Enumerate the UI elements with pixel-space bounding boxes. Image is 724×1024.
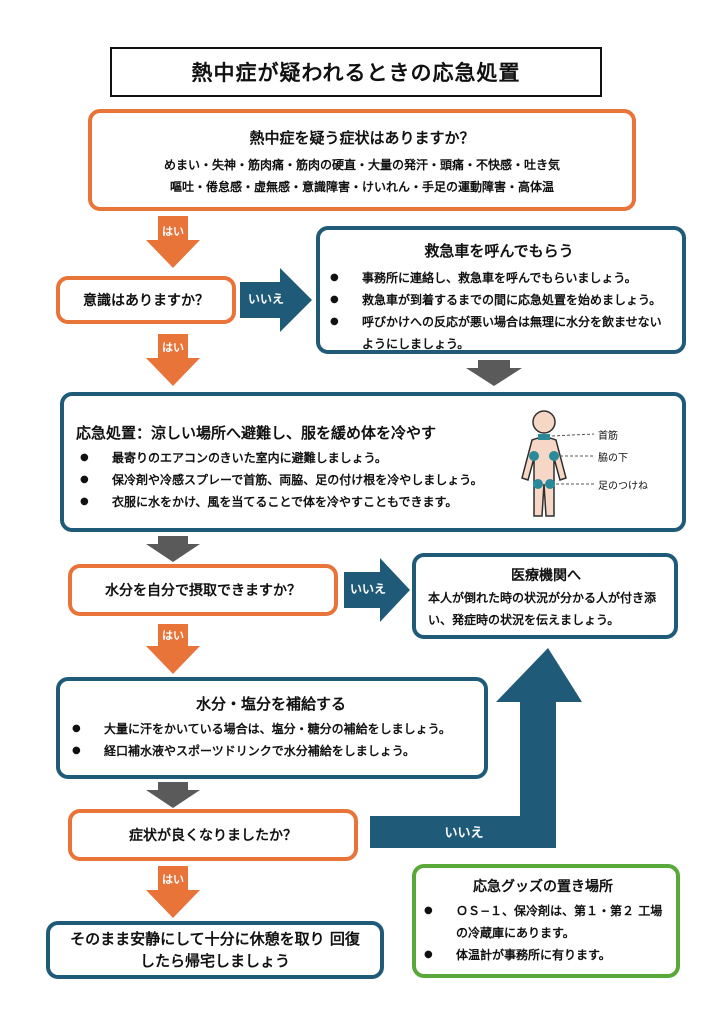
hydration-list: 大量に汗をかいている場合は、塩分・糖分の補給をしましょう。 経口補水液やスポーツ…	[68, 718, 474, 762]
first-aid-list: 最寄りのエアコンのきいた室内に避難しましょう。 保冷剤や冷感スプレーで首筋、両脇…	[76, 447, 672, 513]
arrow-up-no-3	[370, 648, 582, 848]
goods-heading: 応急グッズの置き場所	[473, 879, 613, 895]
arrow-right-no-2	[344, 558, 410, 622]
ambulance-item: 救急車が到着するまでの間に応急処置を始めましょう。	[326, 289, 672, 311]
arrow-down-yes-4	[146, 866, 200, 918]
yes-label-1: はい	[162, 225, 184, 238]
page-title: 熱中症が疑われるときの応急処置	[110, 47, 602, 97]
goods-list: ＯＳ−１、保冷剤は、第１・第２ 工場の冷蔵庫にあります。 体温計が事務所に有りま…	[420, 900, 666, 966]
ambulance-box: 救急車を呼んでもらう 事務所に連絡し、救急車を呼んでもらいましょう。 救急車が到…	[316, 226, 686, 354]
arrow-down-gray-2	[146, 536, 200, 562]
first-aid-item: 衣服に水をかけ、風を当てることで体を冷やすこともできます。	[76, 491, 672, 513]
no-label-1: いいえ	[247, 292, 284, 306]
medical-heading: 医療機関へ	[511, 568, 581, 584]
fluid-intake-check-box: 水分を自分で摂取できますか？	[68, 564, 338, 616]
yes-label-4: はい	[162, 873, 184, 886]
arrow-down-yes-2	[146, 334, 200, 386]
first-aid-item: 最寄りのエアコンのきいた室内に避難しましょう。	[76, 447, 672, 469]
groin-cooling-mark	[533, 479, 543, 489]
medical-text: 本人が倒れた時の状況が分かる人が付き添い、発症時の状況を伝えましょう。	[428, 591, 657, 627]
symptom-list-line-1: めまい・失神・筋肉痛・筋肉の硬直・大量の発汗・頭痛・不快感・吐き気	[163, 158, 560, 172]
medical-box: 医療機関へ 本人が倒れた時の状況が分かる人が付き添い、発症時の状況を伝えましょう…	[412, 553, 678, 639]
ambulance-heading: 救急車を呼んでもらう	[424, 242, 574, 260]
no-label-2: いいえ	[349, 582, 386, 596]
consciousness-check-box: 意識はありますか？	[56, 276, 236, 324]
arrow-right-no-1	[240, 268, 312, 332]
no-label-3: いいえ	[444, 826, 484, 841]
symptom-check-heading: 熱中症を疑う症状はありますか？	[249, 129, 475, 147]
arrow-down-yes-3	[146, 624, 200, 674]
first-aid-box: 応急処置：涼しい場所へ避難し、服を緩め体を冷やす 最寄りのエアコンのきいた室内に…	[60, 392, 686, 532]
consciousness-question: 意識はありますか？	[83, 293, 209, 309]
armpit-cooling-mark	[549, 451, 559, 461]
neck-cooling-mark	[538, 434, 550, 440]
improvement-question: 症状が良くなりましたか？	[129, 828, 297, 844]
goods-item: 体温計が事務所に有ります。	[420, 944, 666, 966]
first-aid-item: 保冷剤や冷感スプレーで首筋、両脇、足の付け根を冷やしましょう。	[76, 469, 672, 491]
ambulance-item: 事務所に連絡し、救急車を呼んでもらいましょう。	[326, 267, 672, 289]
arrow-down-gray-3	[146, 782, 200, 808]
rest-text: そのまま安静にして十分に休憩を取り 回復したら帰宅しましょう	[70, 930, 360, 970]
body-cooling-figure	[521, 410, 595, 517]
yes-label-2: はい	[162, 341, 184, 354]
fluid-intake-question: 水分を自分で摂取できますか？	[105, 583, 301, 599]
first-aid-goods-box: 応急グッズの置き場所 ＯＳ−１、保冷剤は、第１・第２ 工場の冷蔵庫にあります。 …	[412, 864, 680, 978]
symptom-list-line-2: 嘔吐・倦怠感・虚無感・意識障害・けいれん・手足の運動障害・高体温	[169, 180, 554, 194]
hydration-heading: 水分・塩分を補給する	[195, 695, 346, 713]
hydration-item: 大量に汗をかいている場合は、塩分・糖分の補給をしましょう。	[68, 718, 474, 740]
ambulance-item: 呼びかけへの反応が悪い場合は無理に水分を飲ませない ようにしましょう。	[326, 311, 672, 355]
body-label-armpit: 脇の下	[598, 453, 628, 464]
person-icon	[521, 410, 567, 517]
yes-label-3: はい	[162, 629, 184, 642]
improvement-check-box: 症状が良くなりましたか？	[68, 809, 358, 861]
armpit-cooling-mark	[529, 451, 539, 461]
hydration-box: 水分・塩分を補給する 大量に汗をかいている場合は、塩分・糖分の補給をしましょう。…	[56, 677, 488, 779]
body-label-groin: 足のつけね	[598, 481, 648, 492]
arrow-down-gray-1	[466, 360, 522, 386]
goods-item: ＯＳ−１、保冷剤は、第１・第２ 工場の冷蔵庫にあります。	[420, 900, 666, 944]
first-aid-heading: 応急処置：涼しい場所へ避難し、服を緩め体を冷やす	[76, 424, 437, 442]
body-label-neck: 首筋	[598, 431, 618, 442]
rest-box: そのまま安静にして十分に休憩を取り 回復したら帰宅しましょう	[46, 921, 384, 979]
symptom-check-box: 熱中症を疑う症状はありますか？ めまい・失神・筋肉痛・筋肉の硬直・大量の発汗・頭…	[88, 109, 636, 211]
ambulance-list: 事務所に連絡し、救急車を呼んでもらいましょう。 救急車が到着するまでの間に応急処…	[326, 267, 672, 355]
groin-cooling-mark	[545, 479, 555, 489]
arrow-down-yes-1	[146, 216, 200, 268]
hydration-item: 経口補水液やスポーツドリンクで水分補給をしましょう。	[68, 740, 474, 762]
